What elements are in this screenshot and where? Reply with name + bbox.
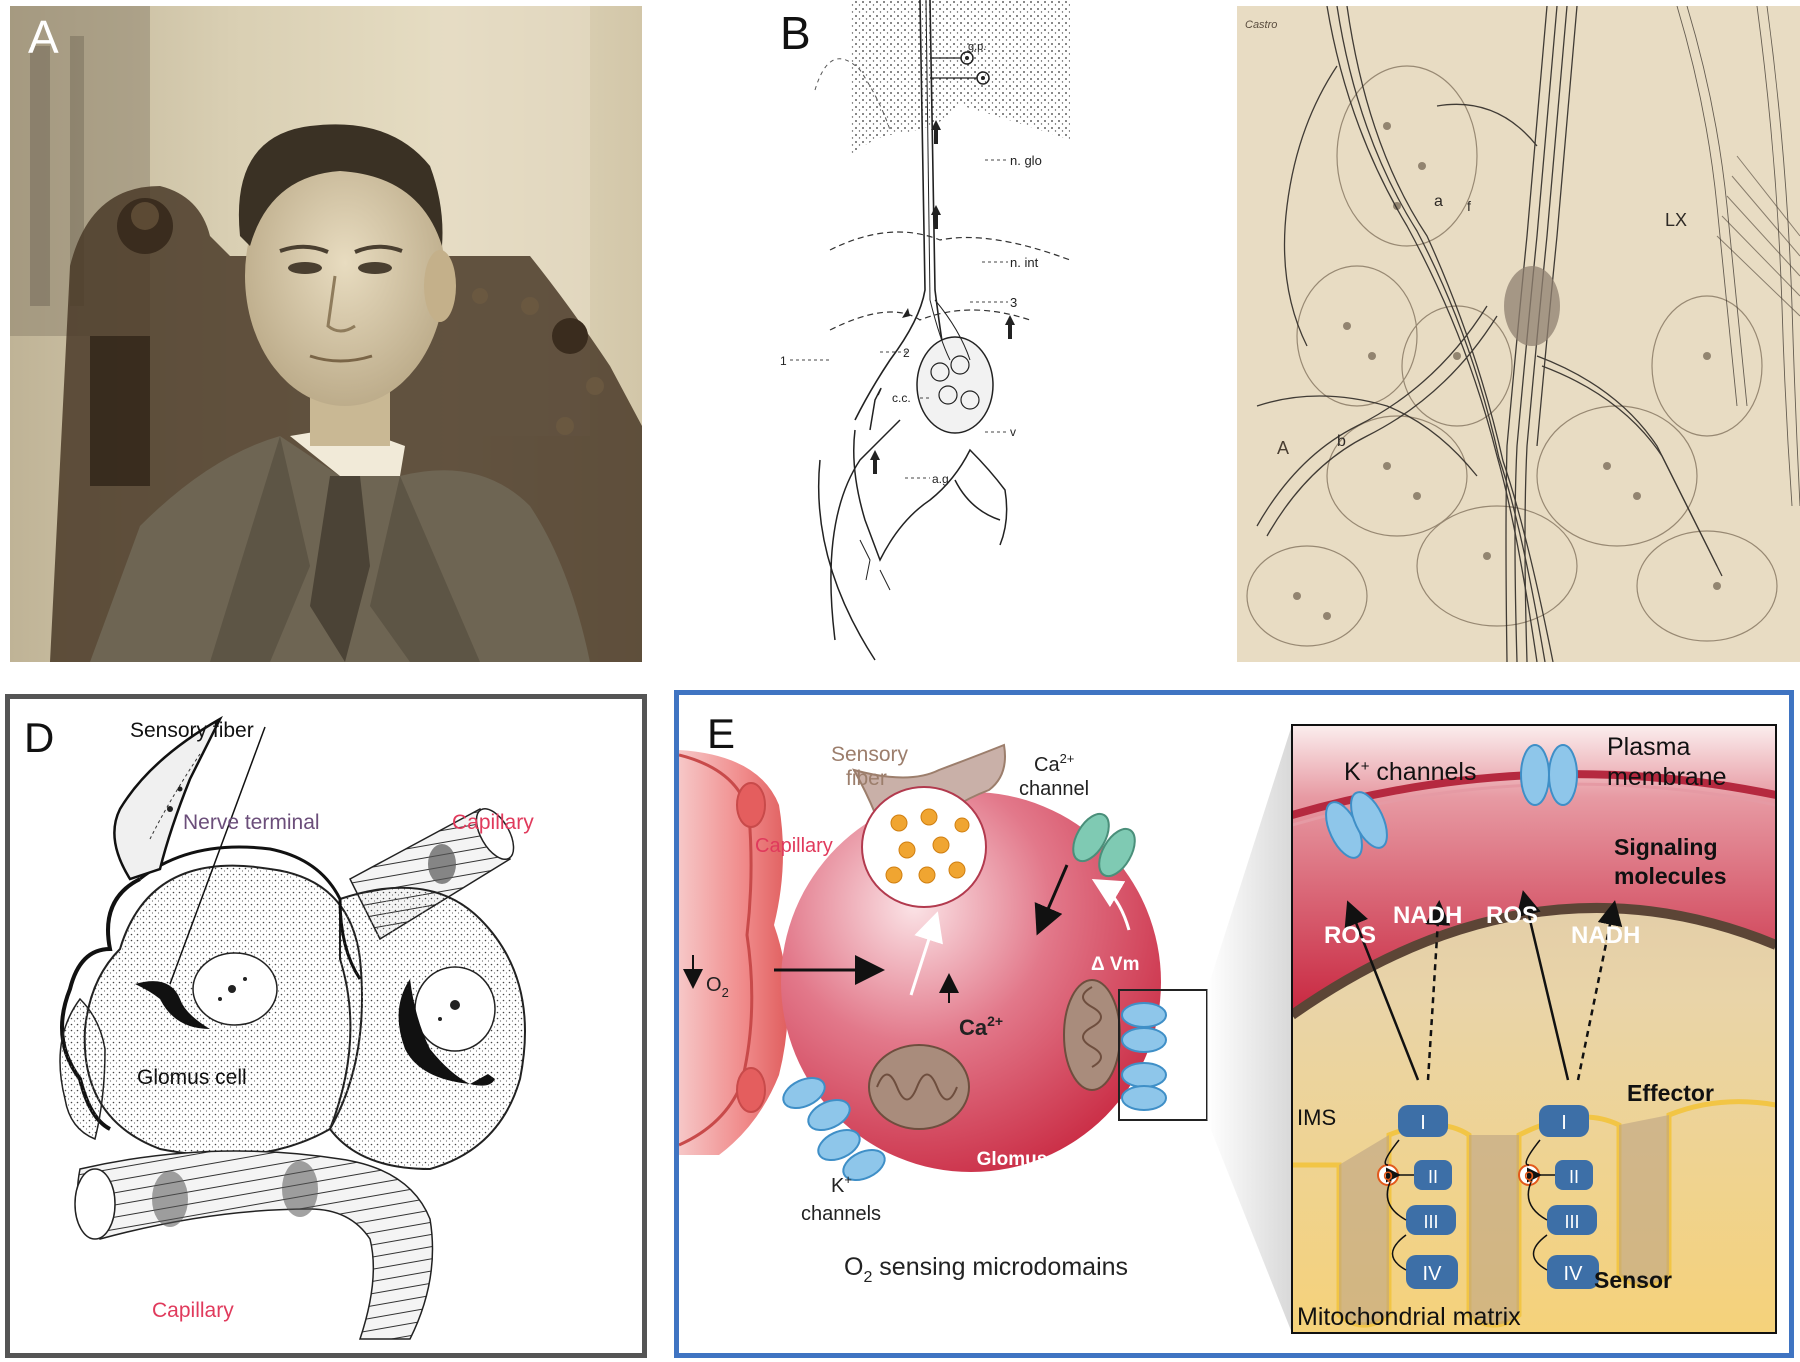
label-castro: Castro bbox=[1245, 19, 1277, 31]
e-label-k-word: channels bbox=[801, 1203, 881, 1225]
d-label-capillary-bottom: Capillary bbox=[152, 1299, 234, 1322]
etc-complexes-right bbox=[1518, 1105, 1599, 1289]
label-v: v bbox=[1010, 425, 1016, 439]
complex-iii-left: III bbox=[1423, 1212, 1438, 1232]
panel-b-label: B bbox=[780, 7, 811, 59]
complex-i-right: I bbox=[1561, 1112, 1567, 1134]
complex-i-left: I bbox=[1420, 1112, 1426, 1134]
e-label-ca-channel-ion: Ca2+ bbox=[1034, 751, 1074, 776]
label-cc: c.c. bbox=[892, 391, 911, 405]
label-nglo: n. glo bbox=[1010, 153, 1042, 168]
label-lx: LX bbox=[1665, 210, 1687, 230]
inset-label-ros-2: ROS bbox=[1486, 902, 1538, 929]
label-3: 3 bbox=[1010, 295, 1017, 310]
inset-label-effector: Effector bbox=[1627, 1080, 1714, 1106]
d-label-capillary-top: Capillary bbox=[452, 811, 534, 834]
inset-frame bbox=[1291, 724, 1777, 1334]
label-c-f: f bbox=[1467, 198, 1471, 214]
complex-ii-right: II bbox=[1569, 1167, 1579, 1187]
inset-label-sensor: Sensor bbox=[1594, 1267, 1672, 1293]
carotid-body-schematic: g.p. n. glo n. int 3 2 1 c.c. v a.g bbox=[770, 0, 1090, 665]
ca-channel bbox=[1072, 812, 1136, 878]
label-c-b: b bbox=[1337, 433, 1346, 450]
etc-complexes-left bbox=[1377, 1105, 1458, 1289]
mitochondrion-center bbox=[868, 1044, 970, 1130]
label-c-A: A bbox=[1277, 438, 1289, 458]
inset-label-plasma-line1: Plasma bbox=[1607, 733, 1690, 761]
panel-e-label: E bbox=[707, 710, 736, 757]
panel-a: A bbox=[10, 6, 642, 662]
label-c-a: a bbox=[1434, 193, 1443, 210]
e-label-ca-rise: Ca2+ bbox=[959, 1013, 1003, 1040]
quinone-right: Q bbox=[1524, 1169, 1533, 1183]
panel-a-label: A bbox=[28, 11, 59, 63]
inset-label-k-channels: K+ channels bbox=[1344, 758, 1476, 786]
complex-iii-right: III bbox=[1564, 1212, 1579, 1232]
histology-drawing: Castro a f LX A b bbox=[1237, 6, 1800, 662]
glomus-cell-drawing: Sensory fiber Nerve terminal Capillary G… bbox=[59, 715, 534, 1340]
inset-label-ros-1: ROS bbox=[1324, 922, 1376, 949]
panel-e: Sensory fiber Ca2+ channel Capillary Δ V… bbox=[674, 690, 1794, 1358]
e-label-ca-channel-word: channel bbox=[1019, 778, 1089, 800]
e-label-sensory-line1: Sensory bbox=[831, 743, 909, 766]
o2-sensing-schematic: Sensory fiber Ca2+ channel Capillary Δ V… bbox=[679, 724, 1777, 1334]
label-1: 1 bbox=[780, 354, 787, 368]
label-gp: g.p. bbox=[968, 41, 986, 53]
panel-b: g.p. n. glo n. int 3 2 1 c.c. v a.g B bbox=[770, 0, 1090, 665]
inset-label-signaling-line2: molecules bbox=[1614, 863, 1727, 889]
capillary-shape bbox=[679, 750, 788, 1155]
label-2: 2 bbox=[903, 346, 910, 360]
e-label-capillary: Capillary bbox=[755, 835, 833, 857]
e-label-o2: O2 bbox=[706, 974, 729, 1000]
inset-label-matrix: Mitochondrial matrix bbox=[1297, 1303, 1521, 1331]
panel-c: Castro a f LX A b C bbox=[1237, 6, 1800, 662]
d-label-glomus-cell: Glomus cell bbox=[137, 1066, 247, 1089]
inset-label-signaling-line1: Signaling bbox=[1614, 834, 1718, 860]
e-label-glomus-line1: Glomus bbox=[977, 1149, 1048, 1170]
mitochondrion-right bbox=[1063, 979, 1121, 1091]
e-label-delta-vm: Δ Vm bbox=[1091, 954, 1140, 975]
inset-label-ims: IMS bbox=[1297, 1105, 1336, 1130]
e-label-glomus-line2: cell bbox=[996, 1172, 1028, 1193]
bottom-capillary-shape bbox=[74, 1150, 434, 1340]
panel-d-label: D bbox=[24, 714, 55, 761]
quinone-left: Q bbox=[1383, 1169, 1392, 1183]
e-label-microdomains: O2 sensing microdomains bbox=[844, 1253, 1128, 1286]
portrait-photo bbox=[10, 6, 642, 662]
inset-label-nadh-1: NADH bbox=[1393, 902, 1462, 929]
d-label-nerve-terminal: Nerve terminal bbox=[183, 811, 320, 834]
label-nint: n. int bbox=[1010, 255, 1039, 270]
complex-iv-right: IV bbox=[1564, 1263, 1584, 1285]
complex-iv-left: IV bbox=[1423, 1263, 1443, 1285]
d-label-sensory-fiber: Sensory fiber bbox=[130, 719, 254, 742]
e-label-k-ion: K+ bbox=[831, 1172, 852, 1197]
e-label-sensory-line2: fiber bbox=[846, 767, 887, 790]
complex-ii-left: II bbox=[1428, 1167, 1438, 1187]
inset-label-nadh-2: NADH bbox=[1571, 922, 1640, 949]
inset-label-plasma-line2: membrane bbox=[1607, 763, 1727, 791]
label-ag: a.g bbox=[932, 472, 949, 486]
panel-d: Sensory fiber Nerve terminal Capillary G… bbox=[5, 694, 647, 1358]
